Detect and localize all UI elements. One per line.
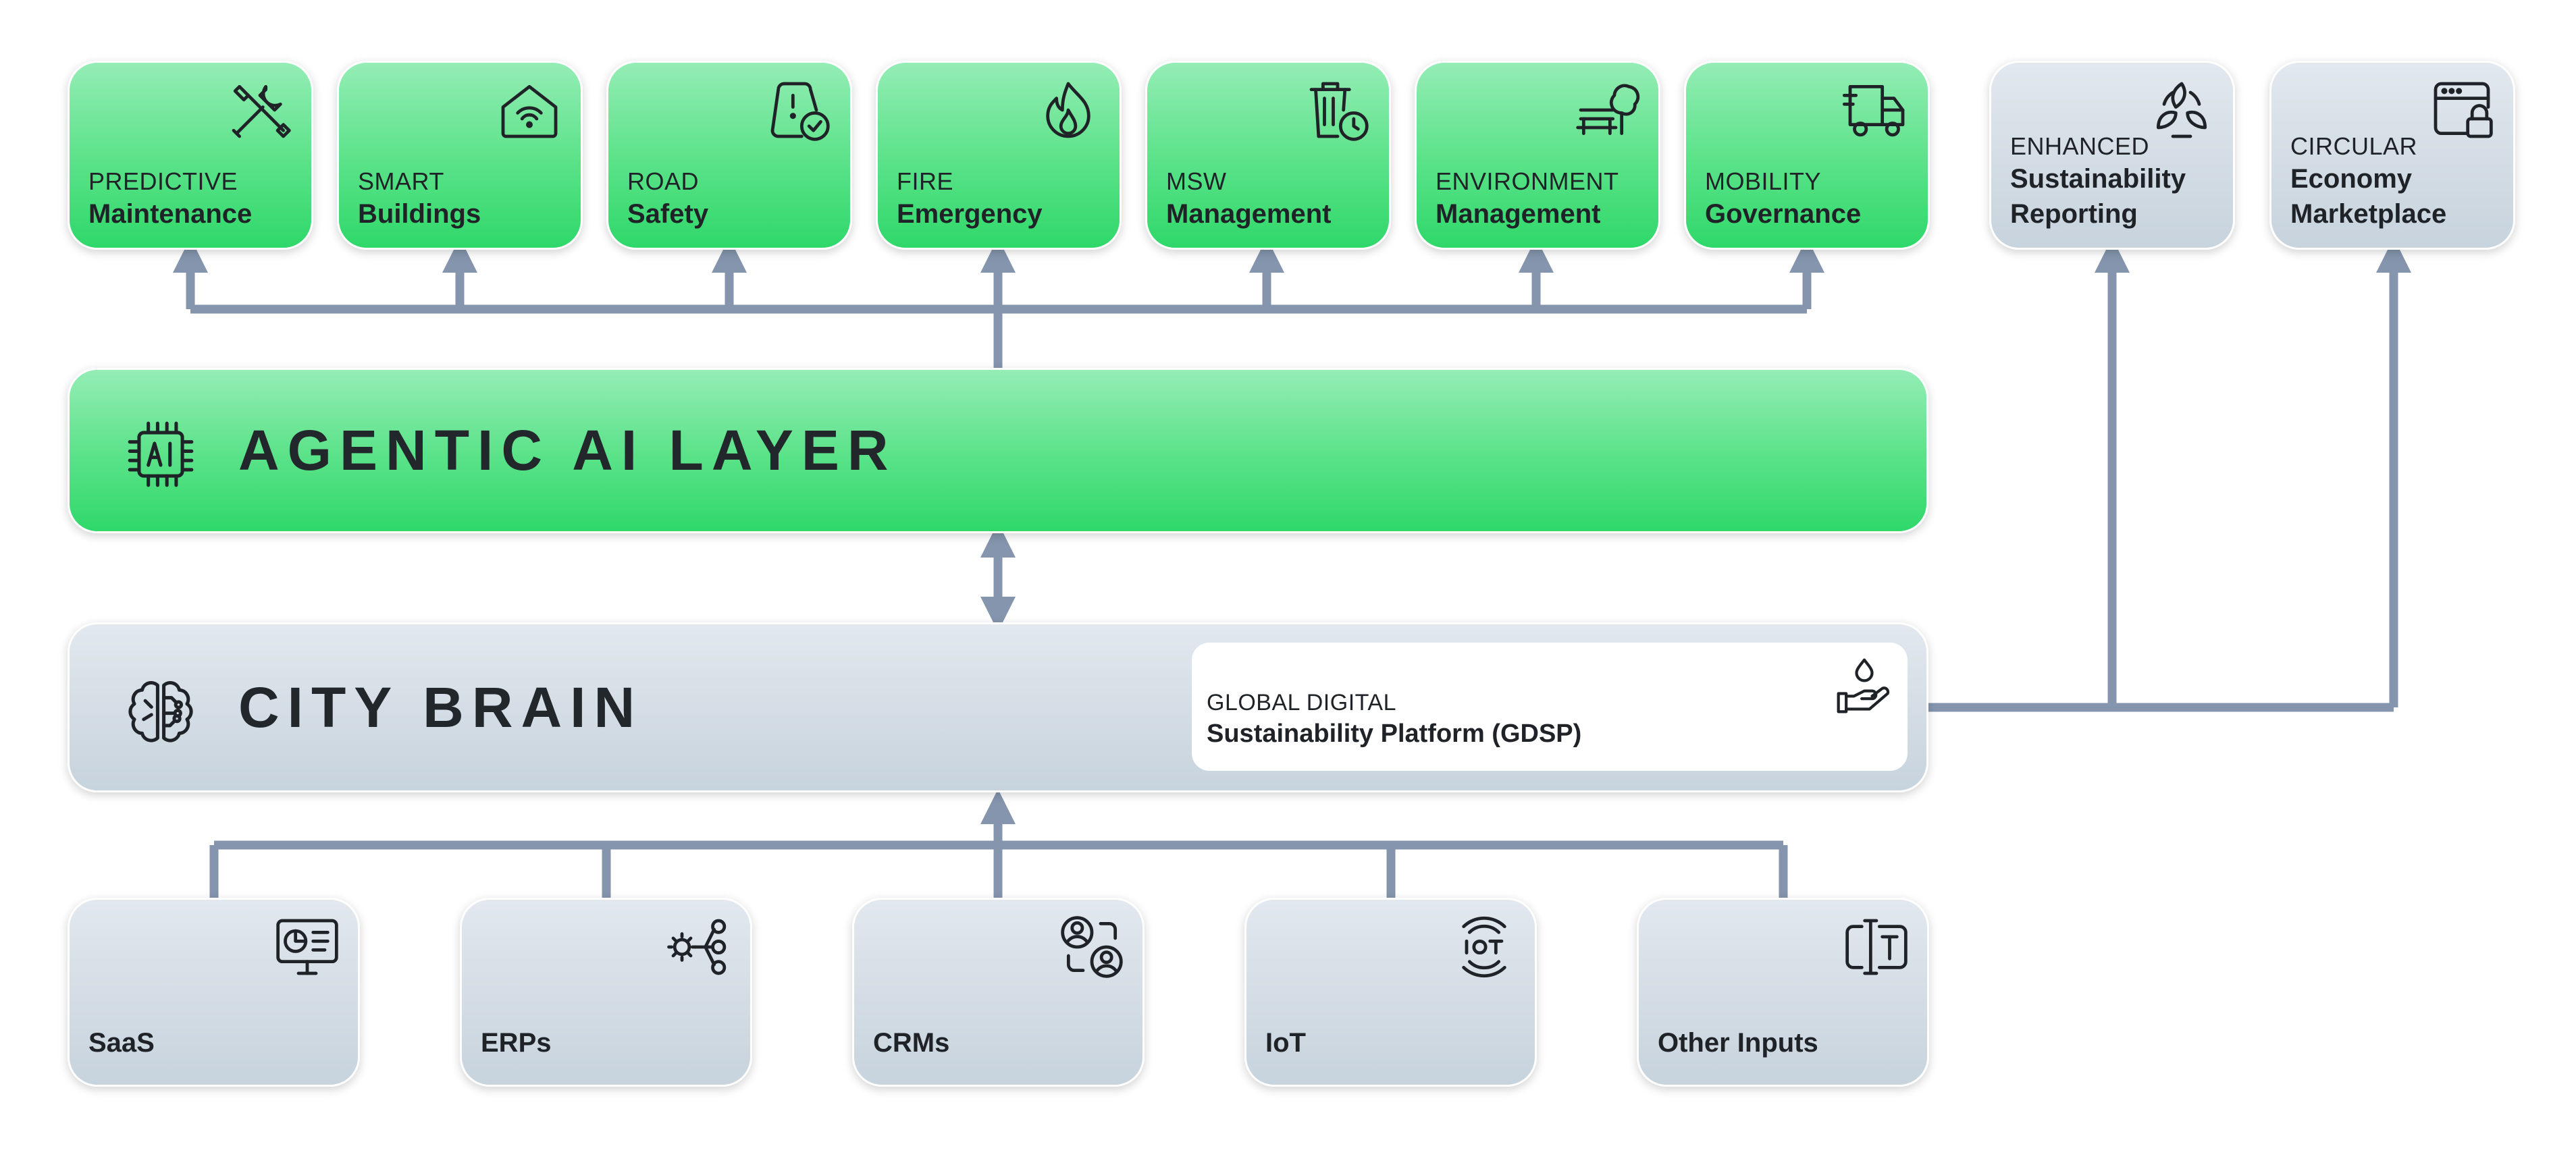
app-title: Management xyxy=(1436,199,1601,229)
app-category: ENVIRONMENT xyxy=(1436,167,1619,195)
output-title-line2: Marketplace xyxy=(2290,199,2447,229)
app-category: SMART xyxy=(358,167,444,195)
app-road-safety: ROAD Safety xyxy=(606,61,852,250)
source-label: Other Inputs xyxy=(1658,1028,1818,1058)
app-title: Safety xyxy=(627,199,709,229)
app-title: Management xyxy=(1166,199,1332,229)
source-label: SaaS xyxy=(88,1028,155,1058)
gdsp-category: GLOBAL DIGITAL xyxy=(1207,690,1396,715)
source-saas: SaaS xyxy=(68,898,360,1087)
app-predictive-maintenance: PREDICTIVE Maintenance xyxy=(68,61,313,250)
app-category: MSW xyxy=(1166,167,1227,195)
source-label: CRMs xyxy=(873,1028,950,1058)
output-category: CIRCULAR xyxy=(2290,132,2418,160)
app-title: Governance xyxy=(1705,199,1862,229)
source-erps: ERPs xyxy=(460,898,752,1087)
output-title-line2: Reporting xyxy=(2010,199,2138,229)
output-title-line1: Sustainability xyxy=(2010,164,2186,194)
recycle-leaves-icon xyxy=(2147,75,2217,145)
output-category: ENHANCED xyxy=(2010,132,2150,160)
smart-home-icon xyxy=(494,75,564,145)
hand-drop-icon xyxy=(1833,655,1895,717)
app-title: Emergency xyxy=(897,199,1043,229)
app-title: Buildings xyxy=(358,199,481,229)
app-smart-buildings: SMART Buildings xyxy=(337,61,583,250)
app-category: ROAD xyxy=(627,167,700,195)
app-mobility-governance: MOBILITY Governance xyxy=(1684,61,1930,250)
source-crms: CRMs xyxy=(852,898,1145,1087)
app-category: PREDICTIVE xyxy=(88,167,238,195)
waste-bin-icon xyxy=(1303,75,1373,145)
source-iot: IoT xyxy=(1244,898,1537,1087)
app-fire-emergency: FIRE Emergency xyxy=(876,61,1122,250)
tools-icon xyxy=(225,75,295,145)
agentic-ai-layer: AGENTIC AI LAYER xyxy=(68,368,1928,533)
source-other-inputs: Other Inputs xyxy=(1637,898,1929,1087)
brain-circuit-icon xyxy=(124,673,198,747)
gdsp-panel: GLOBAL DIGITAL Sustainability Platform (… xyxy=(1192,643,1908,771)
browser-lock-icon xyxy=(2427,75,2497,145)
app-msw-management: MSW Management xyxy=(1145,61,1391,250)
ai-chip-icon xyxy=(124,417,198,491)
text-input-icon xyxy=(1841,912,1912,982)
output-title-line1: Economy xyxy=(2290,164,2413,194)
dashboard-monitor-icon xyxy=(272,912,342,982)
source-label: ERPs xyxy=(481,1028,552,1058)
gear-network-icon xyxy=(664,912,735,982)
iot-signal-icon xyxy=(1449,912,1519,982)
source-label: IoT xyxy=(1265,1028,1306,1058)
fire-icon xyxy=(1033,75,1103,145)
output-sustainability-reporting: ENHANCED Sustainability Reporting xyxy=(1989,61,2235,250)
app-category: MOBILITY xyxy=(1705,167,1822,195)
agentic-ai-layer-title: AGENTIC AI LAYER xyxy=(238,418,897,482)
app-category: FIRE xyxy=(897,167,954,195)
truck-icon xyxy=(1841,75,1912,145)
users-exchange-icon xyxy=(1057,912,1127,982)
app-environment-management: ENVIRONMENT Management xyxy=(1415,61,1660,250)
road-safety-icon xyxy=(764,75,834,145)
app-title: Maintenance xyxy=(88,199,253,229)
park-bench-icon xyxy=(1572,75,1642,145)
city-brain-title: CITY BRAIN xyxy=(238,675,643,739)
output-economy-marketplace: CIRCULAR Economy Marketplace xyxy=(2269,61,2515,250)
gdsp-title: Sustainability Platform (GDSP) xyxy=(1207,720,1582,748)
